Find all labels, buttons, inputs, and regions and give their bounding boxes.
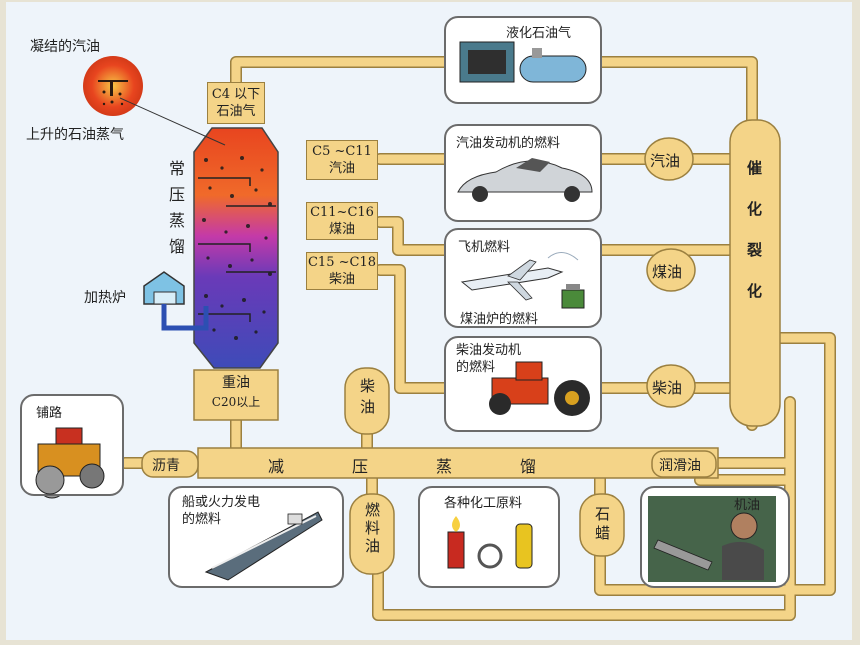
car-fuel-label: 汽油发动机的燃料 xyxy=(456,136,561,151)
lubricant-label: 润滑油 xyxy=(659,458,701,474)
condensation-droplet xyxy=(83,56,226,146)
diesel-fraction-tag: C15 ~C18 柴油 xyxy=(306,252,378,290)
engine-oil-label: 机油 xyxy=(734,498,761,513)
distillation-column xyxy=(193,127,279,369)
cracking-label: 催化裂化 xyxy=(745,160,763,324)
furnace-label: 加热炉 xyxy=(84,290,126,306)
ship-line1: 船或火力发电 xyxy=(182,495,261,510)
diesel-engine-line2: 的燃料 xyxy=(456,360,496,375)
lpg-label: 液化石油气 xyxy=(506,26,572,41)
diesel-node-label: 柴油 xyxy=(652,379,683,397)
tractor-icon xyxy=(489,361,590,416)
residue-block xyxy=(193,369,279,421)
ship-label: 船或火力发电 的燃料 xyxy=(182,494,260,528)
stove-icon xyxy=(561,284,585,309)
ship-box xyxy=(168,486,344,588)
residue-label: 重油 C20以上 xyxy=(198,374,274,412)
furnace xyxy=(143,271,209,331)
kerosene-fraction-name: 煤油 xyxy=(328,222,355,237)
gasoline-fraction-tag: C5 ~C11 汽油 xyxy=(306,140,378,180)
cracking-tower xyxy=(729,119,781,427)
lubricant-node xyxy=(651,450,717,478)
condensed-gasoline-label: 凝结的汽油 xyxy=(30,39,100,55)
chemicals-box xyxy=(418,486,560,588)
residue-range: C20以上 xyxy=(211,395,261,409)
rising-vapor-label: 上升的石油蒸气 xyxy=(26,127,124,143)
asphalt-node xyxy=(141,450,199,478)
gasoline-node-label: 汽油 xyxy=(650,152,681,170)
paraffin-label: 石蜡 xyxy=(593,506,611,544)
road-roller-icon xyxy=(35,427,105,495)
diesel-engine-label: 柴油发动机 的燃料 xyxy=(456,342,521,376)
gasoline-node xyxy=(644,137,694,181)
gas-fraction-name: 石油气 xyxy=(216,104,256,119)
diesel-fraction-name: 柴油 xyxy=(328,272,355,287)
kerosene-node-label: 煤油 xyxy=(652,263,683,281)
gasoline-fraction-range: C5 ~C11 xyxy=(312,144,372,159)
fuel-oil-capsule xyxy=(349,493,395,575)
ship-icon xyxy=(204,511,323,581)
lpg-icon xyxy=(459,41,587,83)
stove-fuel-label: 煤油炉的燃料 xyxy=(460,312,539,327)
diesel-engine-line1: 柴油发动机 xyxy=(456,343,522,358)
vacuum-distillation-label: 减压蒸馏 xyxy=(268,457,605,476)
gas-fraction-tag: C4 以下 石油气 xyxy=(207,82,265,124)
gasoline-fraction-name: 汽油 xyxy=(328,161,355,176)
diesel-vertical-label: 柴油 xyxy=(358,378,376,420)
diesel-fraction-range: C15 ~C18 xyxy=(307,255,376,270)
paraffin-capsule xyxy=(579,493,625,557)
gas-fraction-range: C4 以下 xyxy=(211,87,261,102)
chemicals-icon xyxy=(447,516,533,569)
diesel-capsule xyxy=(344,367,390,435)
asphalt-label: 沥青 xyxy=(152,458,180,474)
kerosene-node xyxy=(646,248,696,292)
chemicals-label: 各种化工原料 xyxy=(444,496,523,511)
mechanic-icon xyxy=(648,496,776,582)
jet-fuel-label: 飞机燃料 xyxy=(458,240,511,255)
column-label: 常压蒸馏 xyxy=(166,160,185,264)
residue-name: 重油 xyxy=(222,375,250,391)
kerosene-fraction-range: C11~C16 xyxy=(310,205,374,220)
fuel-oil-label: 燃料油 xyxy=(363,502,381,556)
airplane-icon xyxy=(460,252,579,301)
diesel-node xyxy=(646,364,696,408)
vacuum-distillation-bar xyxy=(197,447,719,479)
car-icon xyxy=(457,158,593,202)
paving-label: 铺路 xyxy=(36,406,63,421)
kerosene-fraction-tag: C11~C16 煤油 xyxy=(306,202,378,240)
ship-line2: 的燃料 xyxy=(182,512,222,527)
